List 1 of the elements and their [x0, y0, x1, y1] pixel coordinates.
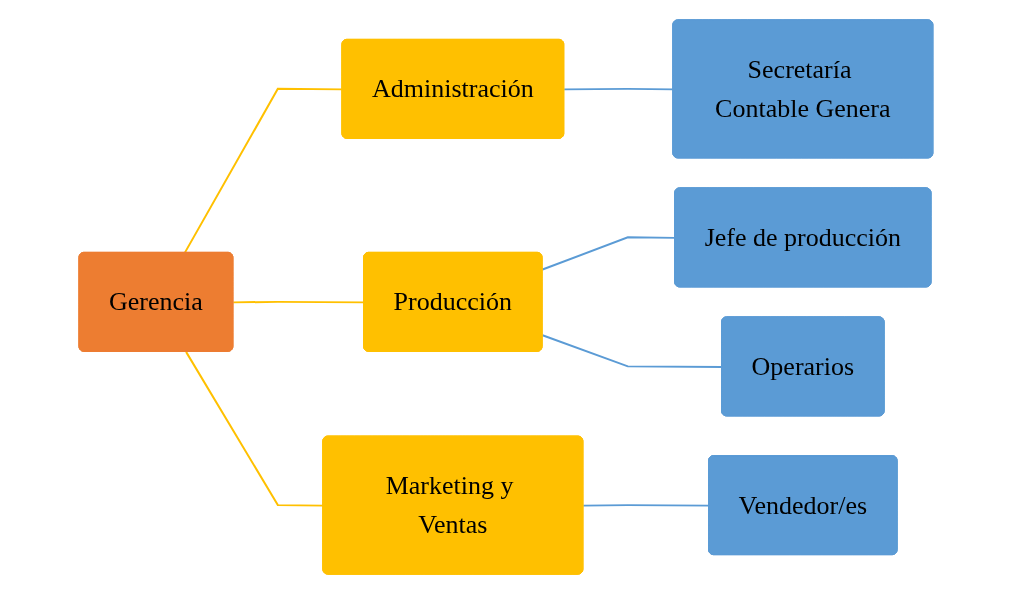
connector — [183, 87, 344, 254]
